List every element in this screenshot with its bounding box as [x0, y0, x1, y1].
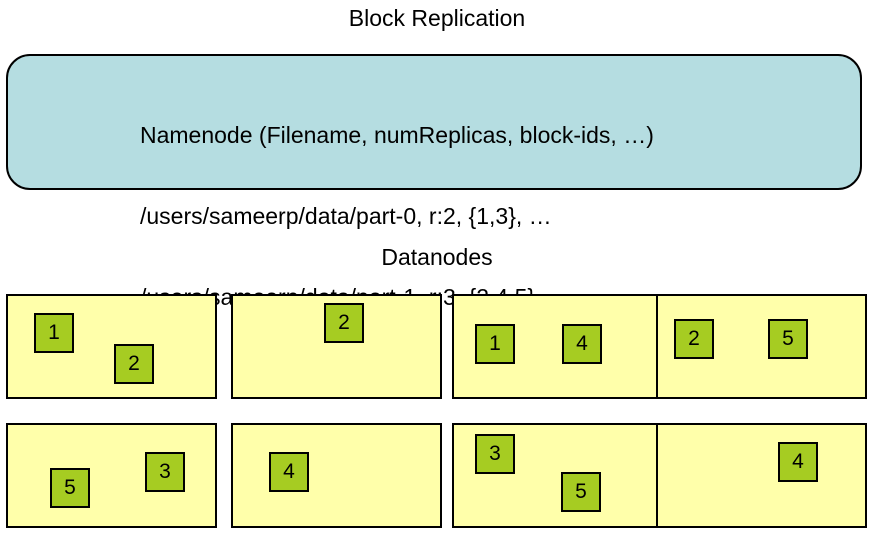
data-block: 2 — [324, 303, 364, 343]
datanode-box: 2 — [231, 294, 442, 399]
datanodes-label: Datanodes — [381, 244, 493, 270]
data-block: 3 — [145, 452, 185, 492]
data-block: 5 — [50, 468, 90, 508]
data-block: 1 — [475, 324, 515, 364]
data-block: 4 — [562, 324, 602, 364]
data-block: 1 — [34, 313, 74, 353]
namenode-file-line-1: /users/sameerp/data/part-0, r:2, {1,3}, … — [140, 203, 552, 229]
page-title: Block Replication — [348, 5, 526, 31]
data-block: 2 — [114, 344, 154, 384]
data-block: 4 — [778, 442, 818, 482]
data-block: 5 — [768, 319, 808, 359]
namenode-header-line: Namenode (Filename, numReplicas, block-i… — [140, 122, 654, 148]
data-block: 2 — [674, 319, 714, 359]
data-block: 4 — [269, 452, 309, 492]
datanode-box: 4 — [231, 423, 442, 528]
datanode-box: 4 — [656, 423, 867, 528]
data-block: 5 — [561, 472, 601, 512]
data-block: 3 — [475, 434, 515, 474]
